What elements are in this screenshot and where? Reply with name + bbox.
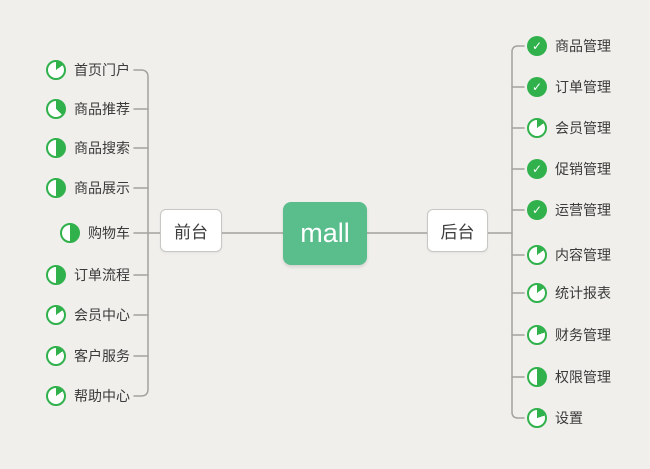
node-label: 帮助中心 [74, 388, 130, 404]
node-label: 商品管理 [555, 38, 611, 54]
node-label: 内容管理 [555, 247, 611, 263]
progress-icon [46, 346, 66, 366]
node-row-customer-service[interactable]: 客户服务 [46, 345, 130, 367]
node-label: 客户服务 [74, 348, 130, 364]
node-row-product-search[interactable]: 商品搜索 [46, 137, 130, 159]
node-label: 权限管理 [555, 369, 611, 385]
progress-icon [527, 367, 547, 387]
node-label: 首页门户 [74, 62, 130, 78]
progress-icon [46, 60, 66, 80]
node-row-product-mgmt[interactable]: ✓ 商品管理 [527, 35, 611, 57]
node-label: 商品搜索 [74, 140, 130, 156]
left-bracket-spine [133, 69, 149, 397]
node-row-help-center[interactable]: 帮助中心 [46, 385, 130, 407]
node-row-member-center[interactable]: 会员中心 [46, 304, 130, 326]
node-label: 购物车 [88, 225, 130, 241]
progress-icon [527, 245, 547, 265]
progress-icon [46, 138, 66, 158]
progress-icon [46, 386, 66, 406]
check-icon: ✓ [527, 159, 547, 179]
node-row-statistics-report[interactable]: 统计报表 [527, 282, 611, 304]
check-icon: ✓ [527, 200, 547, 220]
node-row-shopping-cart[interactable]: 购物车 [60, 222, 130, 244]
progress-icon [46, 178, 66, 198]
branch-node-back[interactable]: 后台 [427, 209, 488, 252]
check-icon: ✓ [527, 77, 547, 97]
node-label: 订单管理 [555, 79, 611, 95]
node-label: 商品推荐 [74, 101, 130, 117]
node-row-promotion-mgmt[interactable]: ✓ 促销管理 [527, 158, 611, 180]
node-row-home-portal[interactable]: 首页门户 [46, 59, 130, 81]
node-label: 财务管理 [555, 327, 611, 343]
node-label: 统计报表 [555, 285, 611, 301]
node-label: 促销管理 [555, 161, 611, 177]
node-label: 会员中心 [74, 307, 130, 323]
progress-icon [527, 408, 547, 428]
node-row-operation-mgmt[interactable]: ✓ 运营管理 [527, 199, 611, 221]
node-row-product-recommend[interactable]: 商品推荐 [46, 98, 130, 120]
node-label: 订单流程 [74, 267, 130, 283]
progress-icon [46, 99, 66, 119]
right-bracket-spine [511, 45, 525, 419]
node-label: 商品展示 [74, 180, 130, 196]
node-row-product-display[interactable]: 商品展示 [46, 177, 130, 199]
check-icon: ✓ [527, 36, 547, 56]
node-label: 设置 [555, 410, 583, 426]
node-label: 会员管理 [555, 120, 611, 136]
progress-icon [46, 265, 66, 285]
progress-icon [527, 325, 547, 345]
node-row-permission-mgmt[interactable]: 权限管理 [527, 366, 611, 388]
node-label: 运营管理 [555, 202, 611, 218]
node-row-settings[interactable]: 设置 [527, 407, 583, 429]
progress-icon [60, 223, 80, 243]
node-row-order-flow[interactable]: 订单流程 [46, 264, 130, 286]
node-row-order-mgmt[interactable]: ✓ 订单管理 [527, 76, 611, 98]
node-row-content-mgmt[interactable]: 内容管理 [527, 244, 611, 266]
root-node-mall[interactable]: mall [283, 202, 367, 265]
progress-icon [527, 283, 547, 303]
node-row-finance-mgmt[interactable]: 财务管理 [527, 324, 611, 346]
progress-icon [46, 305, 66, 325]
node-row-member-mgmt[interactable]: 会员管理 [527, 117, 611, 139]
branch-node-front[interactable]: 前台 [160, 209, 222, 252]
progress-icon [527, 118, 547, 138]
